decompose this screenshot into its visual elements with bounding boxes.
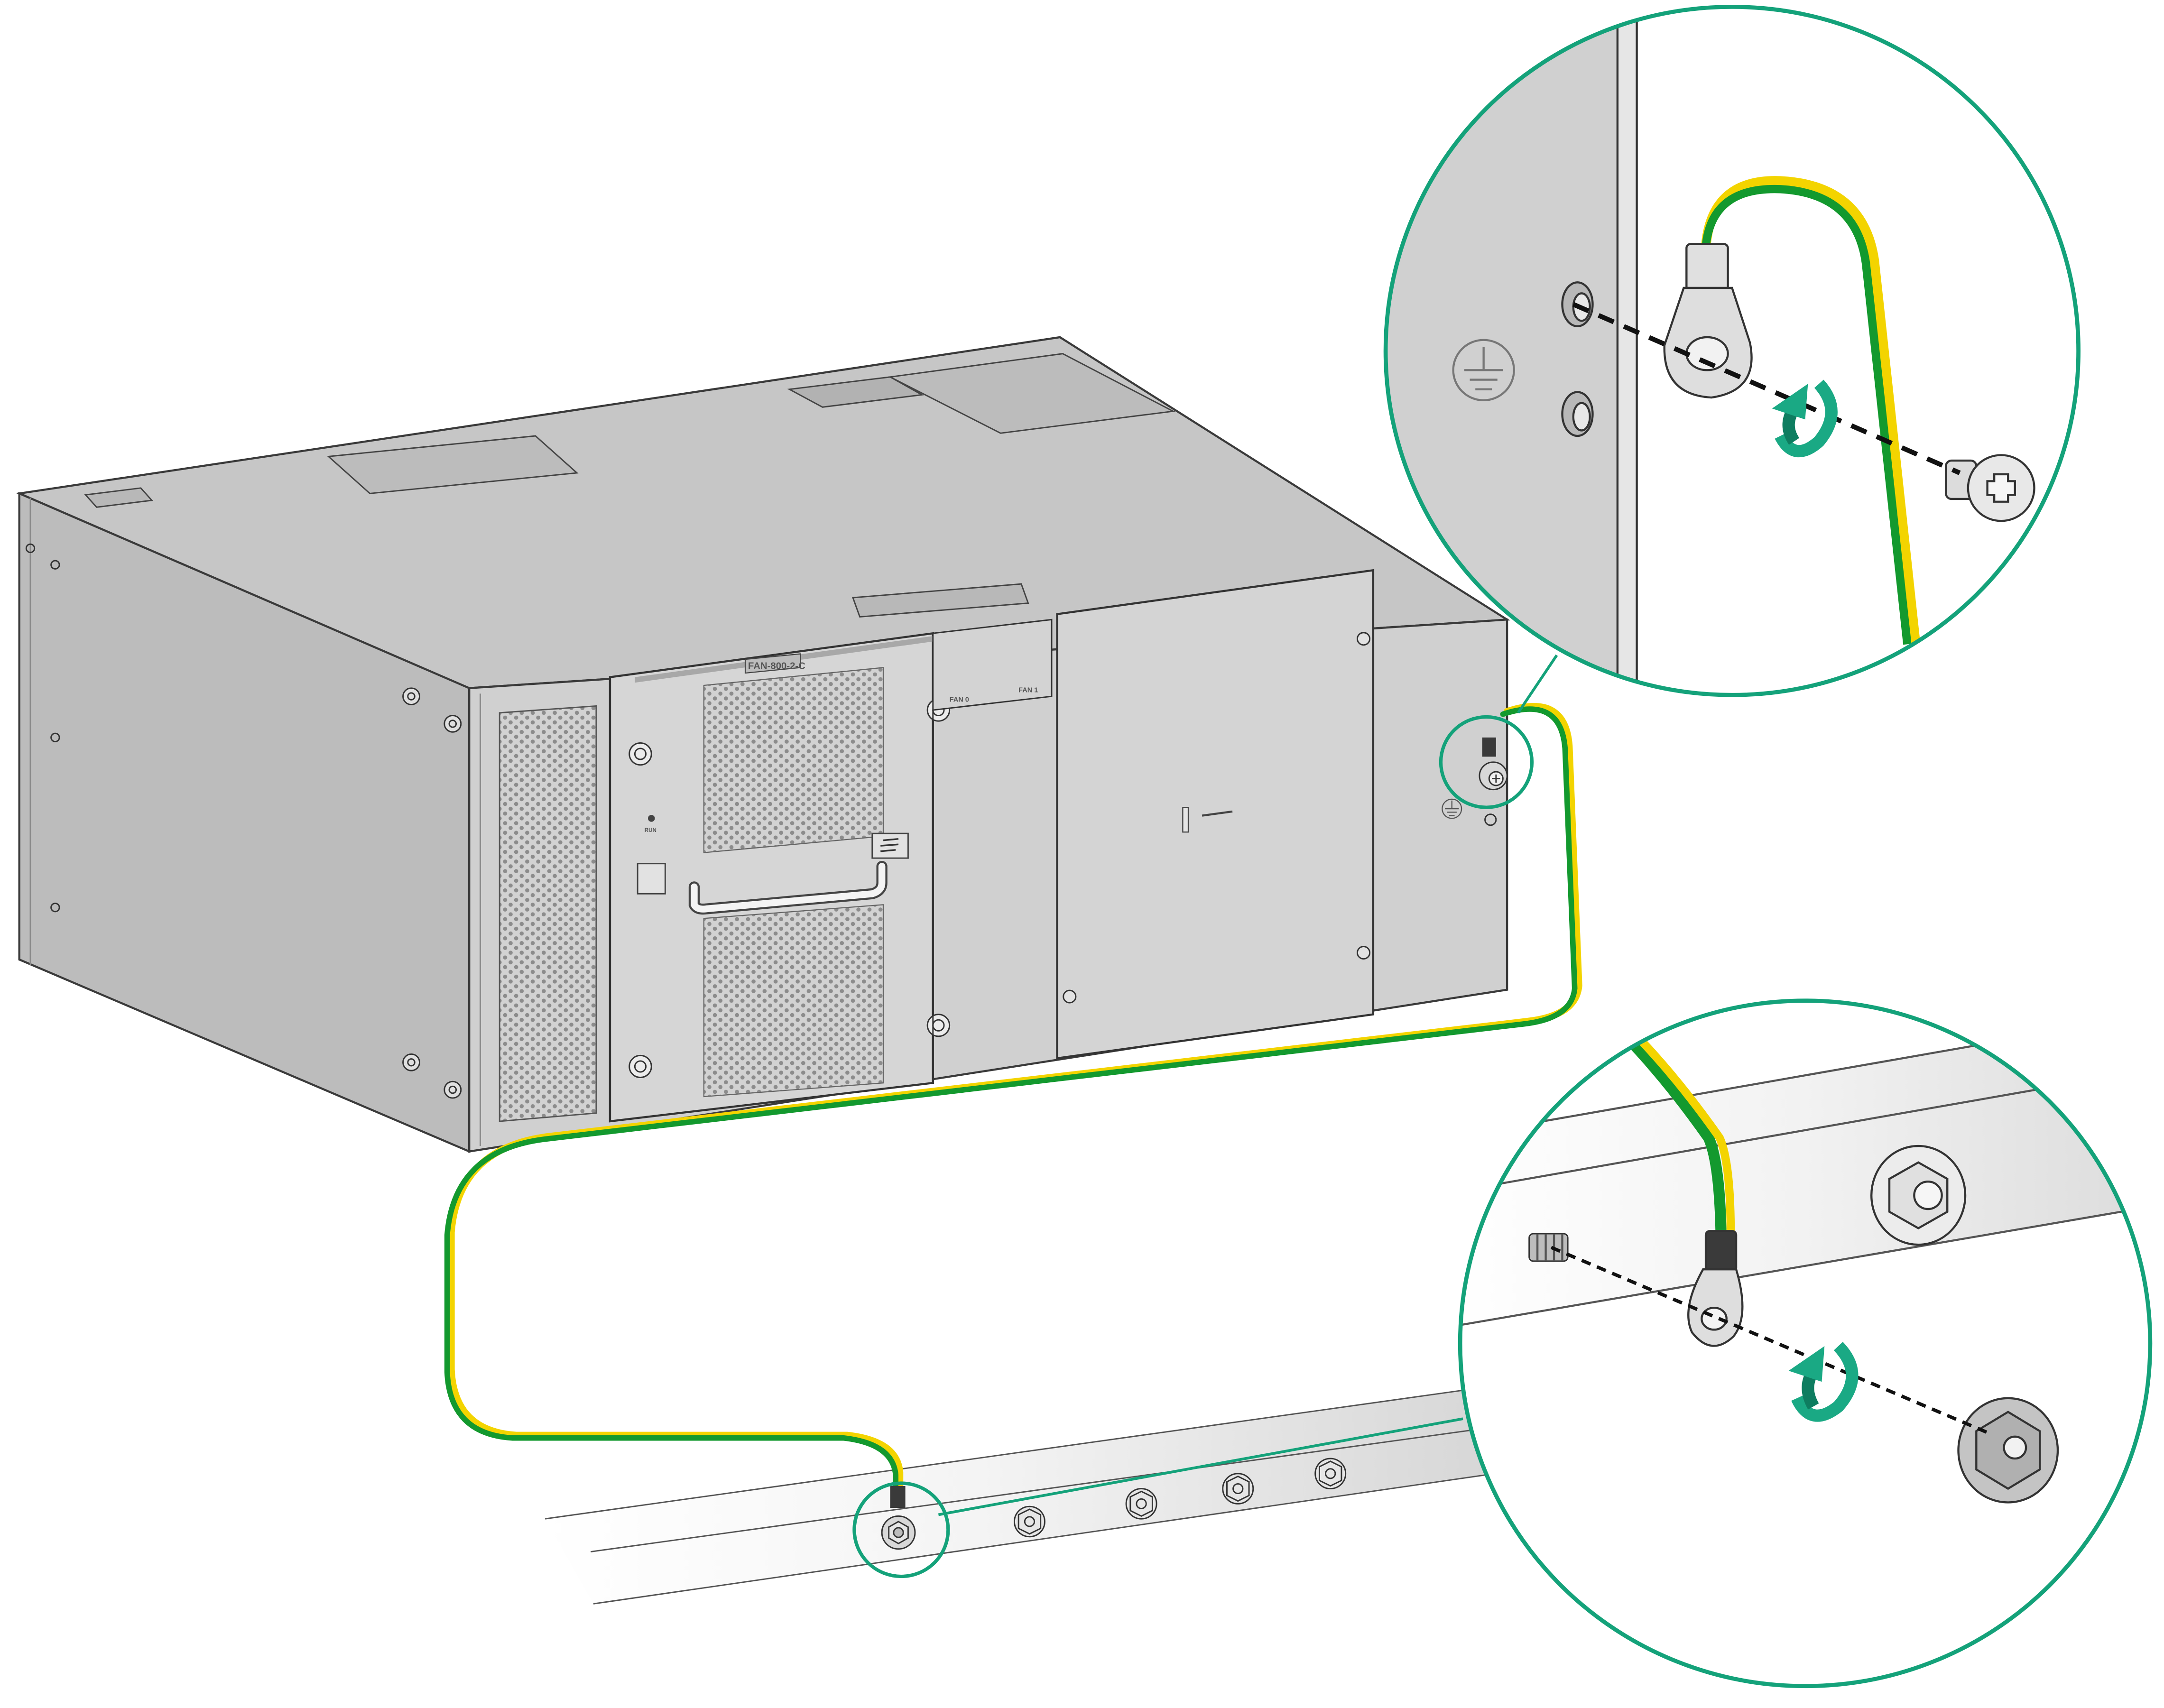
rack-ground-detail-callout	[1458, 998, 2153, 1689]
top-tab	[787, 376, 925, 408]
chassis: FAN-800-2-C RUN FAN 0 FAN 1	[15, 336, 1510, 1153]
clockwise-rotation-icon	[1772, 379, 1838, 458]
captive-screw	[629, 698, 951, 1079]
top-vent-plate	[888, 353, 1175, 434]
top-vent-plate	[327, 435, 579, 494]
grounding-bar	[545, 1384, 1505, 1605]
ground-stud-icon	[1528, 1233, 1569, 1262]
ground-icon	[1442, 798, 1462, 819]
fan-module: FAN-800-2-C RUN	[609, 632, 951, 1123]
hex-nut-icon	[1870, 1145, 1967, 1246]
front-vent-mesh	[499, 705, 597, 1122]
phillips-screw-icon	[1945, 454, 2035, 522]
ring-terminal-icon	[881, 1486, 916, 1550]
clockwise-rotation-icon	[1788, 1342, 1859, 1422]
fan-module-latch	[637, 863, 666, 895]
callout-leaders	[938, 654, 1558, 1516]
top-tab	[852, 583, 1029, 618]
fan-slot-left-label: FAN 0	[950, 696, 969, 704]
fan-vent-top	[703, 667, 884, 853]
filler-panel-screw	[1063, 632, 1371, 1004]
filler-panel-indicator	[1182, 807, 1189, 833]
callout-marker-rack-ground	[852, 1481, 950, 1579]
status-led	[647, 815, 655, 822]
ring-terminal-icon	[1687, 1230, 1744, 1347]
ground-icon	[1452, 339, 1515, 402]
front-rack-screw	[402, 687, 462, 1099]
status-led-label: RUN	[645, 828, 657, 833]
hex-nut-icon	[1013, 1458, 1347, 1538]
top-tab	[84, 487, 153, 508]
fan-vent-bottom	[703, 904, 884, 1098]
callout-marker-chassis-ground	[1439, 715, 1534, 809]
fan-module-model-label: FAN-800-2-C	[748, 661, 805, 671]
hex-nut-icon	[1957, 1397, 2059, 1504]
ring-terminal-icon	[1479, 737, 1508, 791]
ground-cable	[444, 703, 1582, 1498]
fan-slot-right-label: FAN 1	[1018, 687, 1038, 694]
fan-slot-label-plate	[932, 619, 1053, 711]
